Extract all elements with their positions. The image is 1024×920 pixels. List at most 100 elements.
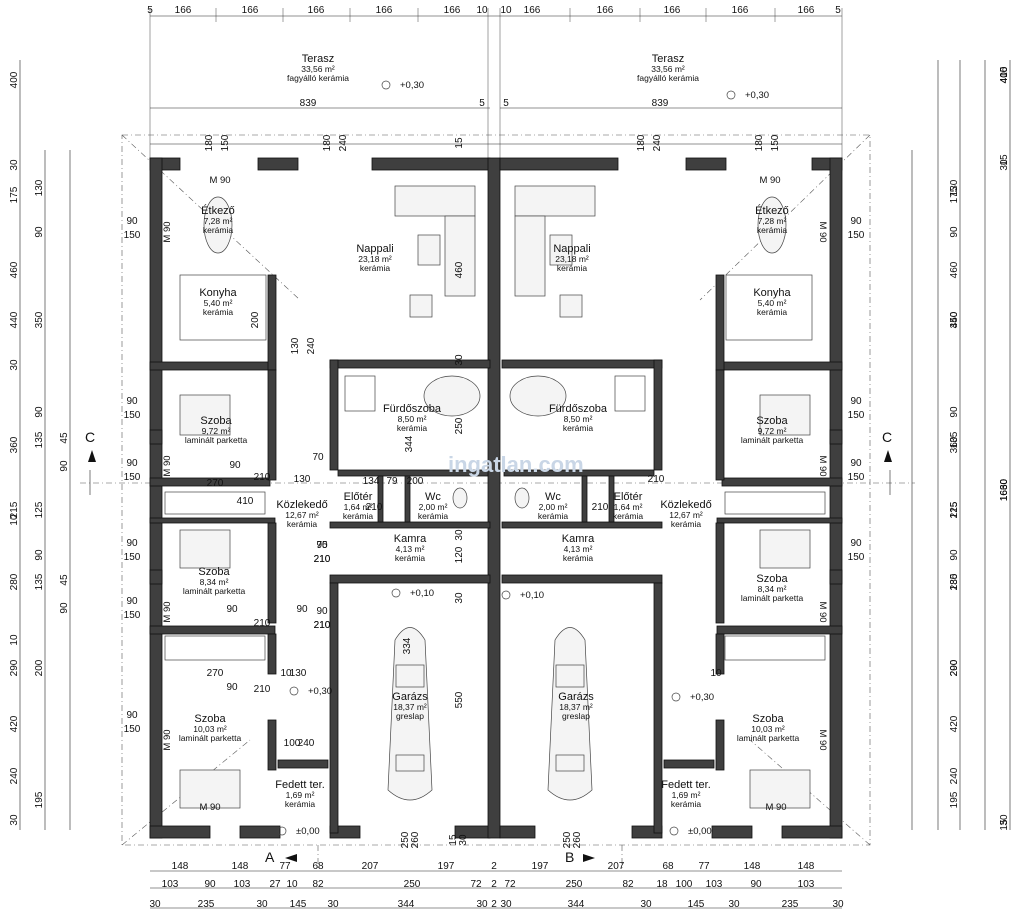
room-name: Wc bbox=[545, 491, 561, 503]
level-marker-icon bbox=[391, 588, 401, 598]
level-marker-icon bbox=[289, 686, 299, 696]
room-area: 8,34 m² bbox=[758, 584, 787, 594]
dimension-label: 125 bbox=[949, 501, 960, 518]
dimension-label: 210 bbox=[648, 474, 665, 485]
dimension-label: 10 bbox=[476, 5, 488, 16]
dimension-label: 240 bbox=[9, 767, 20, 784]
dimension-label: 103 bbox=[162, 879, 179, 890]
dimension-label: 148 bbox=[172, 861, 189, 872]
dimension-label: 5 bbox=[147, 5, 153, 16]
dimension-label: 103 bbox=[798, 879, 815, 890]
door-mark: M 90 bbox=[759, 175, 780, 186]
dimension-label: 103 bbox=[706, 879, 723, 890]
dimension-label: 5 bbox=[503, 98, 509, 109]
dimension-label: 150 bbox=[848, 472, 865, 483]
dimension-label: 79 bbox=[386, 476, 398, 487]
dimension-label: 210 bbox=[314, 554, 331, 565]
car-icon-left bbox=[387, 627, 433, 801]
room-name: Szoba bbox=[194, 713, 226, 725]
room-name: Fürdőszoba bbox=[549, 403, 608, 415]
dimension-label: 72 bbox=[470, 879, 482, 890]
room-name: Fedett ter. bbox=[275, 779, 325, 791]
dimension-label: 197 bbox=[532, 861, 549, 872]
room-material: fagyálló kerámia bbox=[287, 73, 349, 83]
dimension-label: 130 bbox=[290, 668, 307, 679]
dimension-label: 30 bbox=[640, 899, 652, 910]
dimension-label: 130 bbox=[34, 179, 45, 196]
room-material: kerámia bbox=[563, 423, 594, 433]
dimension-label: 90 bbox=[126, 710, 138, 721]
level-value: +0,30 bbox=[308, 686, 332, 697]
dimension-label: 150 bbox=[124, 230, 141, 241]
dimension-label: 350 bbox=[34, 311, 45, 328]
door-mark: M 90 bbox=[817, 221, 828, 242]
door-mark: M 90 bbox=[817, 601, 828, 622]
room-material: kerámia bbox=[557, 263, 588, 273]
dimension-label: 240 bbox=[338, 134, 349, 151]
dimension-label: 145 bbox=[688, 899, 705, 910]
dimension-label: 90 bbox=[949, 226, 960, 238]
dimension-label: 70 bbox=[312, 452, 324, 463]
room-area: 10,03 m² bbox=[751, 724, 785, 734]
dimension-label: 200 bbox=[949, 659, 960, 676]
dimension-label: 344 bbox=[398, 899, 415, 910]
door-mark: M 90 bbox=[162, 729, 173, 750]
dimension-label: 210 bbox=[314, 554, 331, 565]
room-material: kerámia bbox=[563, 553, 594, 563]
room-material: kerámia bbox=[203, 307, 234, 317]
room-material: laminált parketta bbox=[741, 593, 804, 603]
dimension-label: 90 bbox=[126, 216, 138, 227]
dimension-label: 90 bbox=[850, 538, 862, 549]
level-value: +0,10 bbox=[410, 588, 434, 599]
dimension-label: 90 bbox=[850, 396, 862, 407]
room-material: laminált parketta bbox=[185, 435, 248, 445]
dimension-label: 240 bbox=[652, 134, 663, 151]
room-area: 23,18 m² bbox=[555, 254, 589, 264]
dimension-label: 2 bbox=[491, 879, 497, 890]
dimension-label: 210 bbox=[254, 684, 271, 695]
dimension-label: 290 bbox=[949, 659, 960, 676]
level-marker-icon bbox=[669, 826, 679, 836]
dimension-label: 250 bbox=[454, 417, 465, 434]
car-icon-right bbox=[547, 627, 593, 801]
room-material: fagyálló kerámia bbox=[637, 73, 699, 83]
room-name: Kamra bbox=[562, 533, 595, 545]
dimension-label: 839 bbox=[300, 98, 317, 109]
dimension-label: 250 bbox=[566, 879, 583, 890]
dimension-label: 344 bbox=[568, 899, 585, 910]
room-material: kerámia bbox=[671, 799, 702, 809]
room-name: Közlekedő bbox=[276, 499, 327, 511]
dimension-label: 90 bbox=[296, 604, 308, 615]
room-material: kerámia bbox=[285, 799, 316, 809]
dimension-label: 30 bbox=[327, 899, 339, 910]
dimension-label: 1660 bbox=[999, 478, 1010, 501]
room-area: 5,40 m² bbox=[758, 298, 787, 308]
dimension-label: 270 bbox=[207, 668, 224, 679]
dimension-label: 30 bbox=[999, 159, 1010, 171]
dimension-label: 180 bbox=[754, 134, 765, 151]
room-name: Szoba bbox=[756, 573, 788, 585]
section-label-a: A bbox=[265, 849, 275, 865]
dimension-label: 68 bbox=[662, 861, 674, 872]
room-name: Szoba bbox=[200, 415, 232, 427]
dimension-label: 180 bbox=[204, 134, 215, 151]
room-material: kerámia bbox=[538, 511, 569, 521]
dimension-label: 90 bbox=[226, 682, 238, 693]
room-area: 1,64 m² bbox=[614, 502, 643, 512]
dimension-label: 400 bbox=[999, 66, 1010, 83]
dimension-label: 10 bbox=[280, 668, 292, 679]
dimension-label: 30 bbox=[500, 899, 512, 910]
level-value: +0,30 bbox=[400, 80, 424, 91]
dimension-label: 68 bbox=[312, 861, 324, 872]
dimension-label: 166 bbox=[524, 5, 541, 16]
room-area: 1,64 m² bbox=[344, 502, 373, 512]
dimension-label: 400 bbox=[9, 71, 20, 88]
dimension-label: 15 bbox=[999, 154, 1010, 166]
